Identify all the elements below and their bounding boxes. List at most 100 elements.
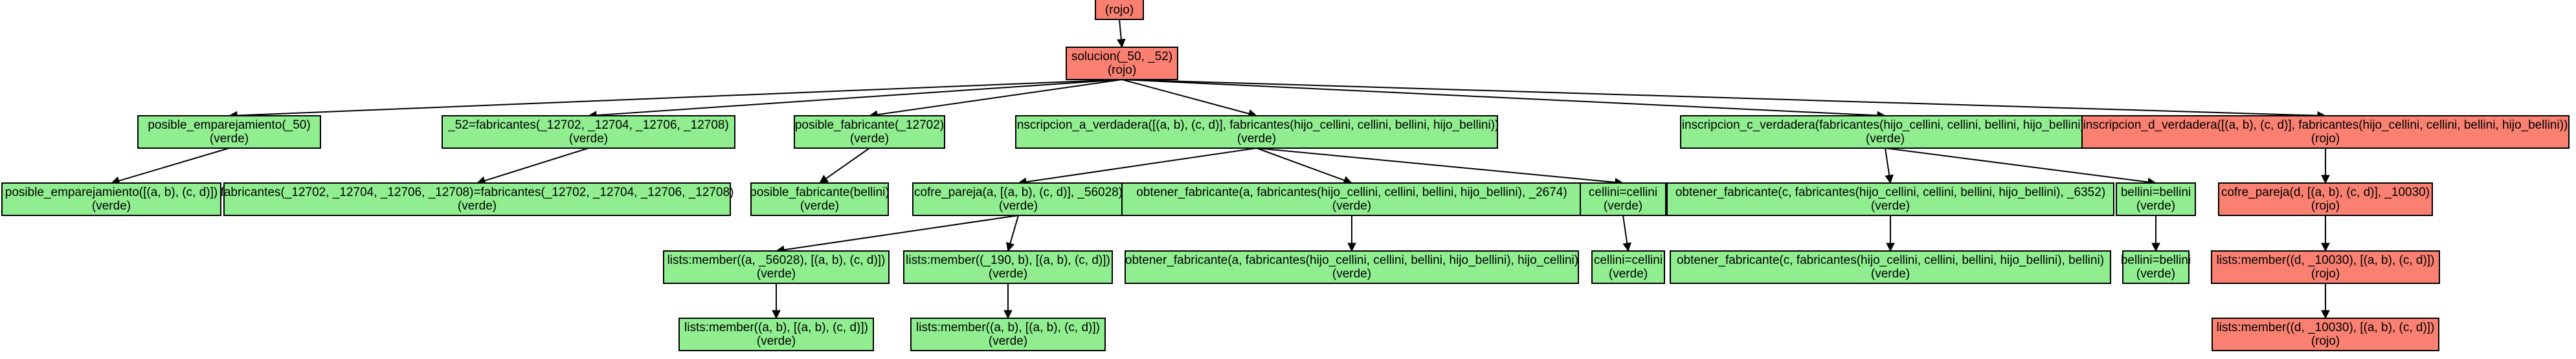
node-status: (verde) <box>999 199 1038 213</box>
node-fab_eq: fabricantes(_12702, _12704, _12706, _127… <box>221 182 734 216</box>
node-root: root(rojo) <box>1095 0 1144 20</box>
arrowhead-icon <box>2321 310 2330 320</box>
arrowhead-icon <box>1622 242 1631 252</box>
edge-line <box>1885 147 1890 176</box>
node-cofre_a: cofre_pareja(a, [(a, b), (c, d)], _56028… <box>912 182 1125 216</box>
edge-fab52-to-fab_eq <box>476 147 589 185</box>
edge-line <box>825 147 870 179</box>
arrowhead-icon <box>1003 310 1013 320</box>
node-label: bellini=bellini <box>2121 254 2191 267</box>
node-label: obtener_fabricante(a, fabricantes(hijo_c… <box>1136 186 1567 199</box>
node-label: cofre_pareja(d, [(a, b), (c, d)], _10030… <box>2221 186 2430 199</box>
node-box <box>2081 115 2570 149</box>
node-cellini2: cellini=cellini(verde) <box>1591 250 1665 284</box>
node-status: (verde) <box>458 199 497 213</box>
node-label: posible_fabricante(_12702) <box>795 118 944 132</box>
node-insc_a: inscripcion_a_verdadera([(a, b), (c, d)]… <box>1014 115 1499 149</box>
edge-insc_c-to-bellini1 <box>1885 147 2157 187</box>
node-label: cofre_pareja(a, [(a, b), (c, d)], _56028… <box>914 186 1123 199</box>
node-box <box>2218 182 2433 216</box>
edge-line <box>1121 79 1878 116</box>
arrowhead-icon <box>1886 243 1895 252</box>
node-mem_ab2: lists:member((a, b), [(a, b), (c, d)])(v… <box>910 318 1106 351</box>
node-label: lists:member((_190, b), [(a, b), (c, d)]… <box>906 254 1110 267</box>
node-status: (verde) <box>989 267 1027 281</box>
node-pos_emp: posible_emparejamiento(_50)(verde) <box>137 115 321 149</box>
node-box <box>1095 0 1144 20</box>
node-mem_d: lists:member((d, _10030), [(a, b), (c, d… <box>2211 250 2440 284</box>
node-status: (verde) <box>92 199 131 213</box>
node-label: _52=fabricantes(_12702, _12704, _12706, … <box>447 118 729 132</box>
node-box <box>1121 182 1582 216</box>
node-label: root <box>1109 0 1130 3</box>
edge-line <box>1121 79 2318 116</box>
node-box <box>223 182 731 216</box>
node-box <box>912 182 1125 216</box>
node-box <box>1591 250 1665 284</box>
node-mem_a: lists:member((a, _56028), [(a, b), (c, d… <box>663 250 890 284</box>
node-box <box>1066 47 1178 80</box>
node-status: (verde) <box>757 334 796 348</box>
edge-line <box>1256 147 1345 181</box>
node-status: (verde) <box>2136 267 2175 281</box>
node-mem_d2: lists:member((d, _10030), [(a, b), (c, d… <box>2212 318 2439 351</box>
node-status: (verde) <box>1237 132 1276 146</box>
node-label: cellini=cellini <box>1594 254 1663 267</box>
edge-line <box>1121 79 1249 114</box>
node-status: (verde) <box>210 132 249 146</box>
node-status: (verde) <box>989 334 1027 348</box>
node-fab52: _52=fabricantes(_12702, _12704, _12706, … <box>442 115 735 149</box>
edge-line <box>118 147 230 182</box>
node-solucion: solucion(_50, _52)(rojo) <box>1066 47 1178 80</box>
node-status: (verde) <box>800 199 839 213</box>
node-label: fabricantes(_12702, _12704, _12706, _127… <box>221 186 734 199</box>
node-box <box>1680 115 2090 149</box>
edge-line <box>1119 19 1122 40</box>
node-obt_a2: obtener_fabricante(a, fabricantes(hijo_c… <box>1125 250 1579 284</box>
edge-insc_c-to-obt_c <box>1885 147 1894 184</box>
edges-layer <box>110 19 2330 320</box>
node-status: (verde) <box>757 267 796 281</box>
node-status: (verde) <box>1871 267 1910 281</box>
node-status: (verde) <box>2136 199 2175 213</box>
node-label: bellini=bellini <box>2121 186 2191 199</box>
node-status: (rojo) <box>1105 3 1134 17</box>
node-label: obtener_fabricante(a, fabricantes(hijo_c… <box>1125 254 1578 267</box>
node-insc_c: inscripcion_c_verdadera(fabricantes(hijo… <box>1680 115 2090 149</box>
node-status: (verde) <box>1871 199 1910 213</box>
edge-cofre_a-to-mem_190 <box>1005 215 1019 252</box>
edge-solucion-to-fab52 <box>587 79 1123 120</box>
node-box <box>663 250 890 284</box>
arrowhead-icon <box>819 175 829 184</box>
node-bellini2: bellini=bellini(verde) <box>2121 250 2191 284</box>
node-cofre_d: cofre_pareja(d, [(a, b), (c, d)], _10030… <box>2218 182 2433 216</box>
node-label: obtener_fabricante(c, fabricantes(hijo_c… <box>1675 186 2105 199</box>
edge-line <box>236 79 1123 116</box>
node-status: (rojo) <box>2311 132 2340 146</box>
node-box <box>1 182 221 216</box>
node-box <box>2212 318 2439 351</box>
node-label: posible_emparejamiento(_50) <box>148 118 310 132</box>
edge-pos_fab-to-pos_fab2 <box>819 147 870 184</box>
node-pos_fab: posible_fabricante(_12702)(verde) <box>794 115 945 149</box>
edge-mem_a-to-mem_ab1 <box>772 283 781 320</box>
node-label: lists:member((a, _56028), [(a, b), (c, d… <box>667 254 886 267</box>
node-box <box>903 250 1113 284</box>
node-obt_a: obtener_fabricante(a, fabricantes(hijo_c… <box>1121 182 1582 216</box>
arrowhead-icon <box>2151 243 2160 252</box>
arrowhead-icon <box>1347 243 1356 252</box>
edge-mem_190-to-mem_ab2 <box>1003 283 1013 320</box>
node-box <box>1125 250 1579 284</box>
arrowhead-icon <box>2321 175 2330 184</box>
node-status: (verde) <box>850 132 889 146</box>
node-box <box>1015 115 1498 149</box>
node-mem_190: lists:member((_190, b), [(a, b), (c, d)]… <box>903 250 1113 284</box>
arrowhead-icon <box>1005 242 1015 252</box>
node-label: inscripcion_a_verdadera([(a, b), (c, d)]… <box>1014 118 1499 132</box>
node-box <box>1670 250 2111 284</box>
node-box <box>2116 182 2196 216</box>
edge-line <box>596 79 1123 116</box>
edge-root-to-solucion <box>1117 19 1126 49</box>
node-status: (rojo) <box>2311 199 2340 213</box>
node-status: (rojo) <box>1108 63 1136 77</box>
